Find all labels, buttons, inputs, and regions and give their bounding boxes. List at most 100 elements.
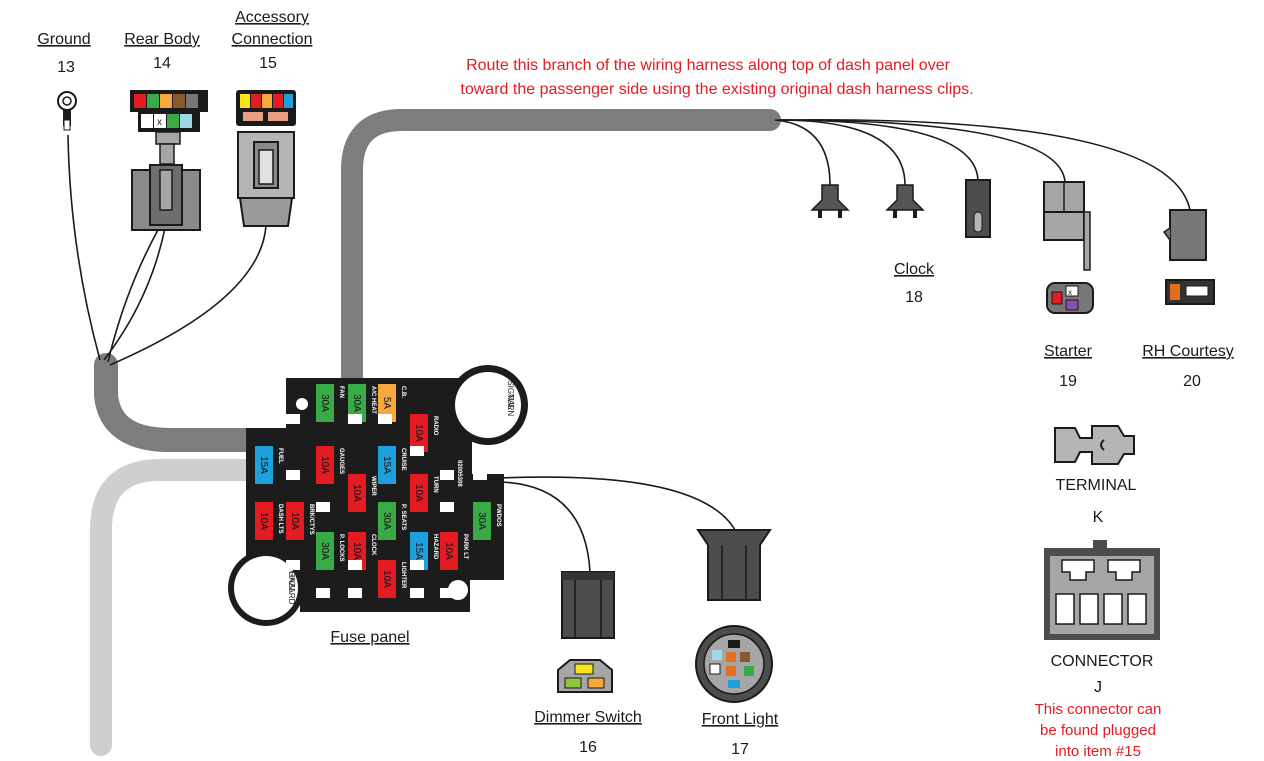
- fuse-slot: [316, 588, 330, 598]
- fuse-name: PARK LT: [462, 534, 468, 559]
- fuse-rating: 30A: [381, 512, 392, 530]
- panel-wires: [499, 476, 736, 573]
- fuse-rating: 10A: [381, 570, 392, 588]
- fuse-slot: [348, 588, 362, 598]
- left-wires: [67, 134, 267, 366]
- fuse-slot: [440, 588, 454, 598]
- rh-courtesy-label: RH Courtesy: [1142, 343, 1234, 360]
- terminal-k-icon: [1054, 425, 1135, 465]
- ground-label: Ground: [37, 31, 90, 48]
- fuse-name: PWDOS: [495, 504, 501, 527]
- fuse-rating: 10A: [351, 484, 362, 502]
- fuse-name: TURN: [432, 476, 438, 493]
- part-number: 92005308: [456, 460, 462, 487]
- svg-text:x: x: [157, 117, 162, 128]
- fuse-name: CLOCK: [370, 534, 376, 556]
- fuse-rating: 10A: [413, 484, 424, 502]
- fuse-rating: 10A: [351, 542, 362, 560]
- starter-number: 19: [1059, 373, 1077, 390]
- fuse-name: P. LOCKS: [338, 534, 344, 562]
- clock-label: Clock: [894, 261, 935, 278]
- fuse-panel-label: Fuse panel: [330, 629, 409, 646]
- fuse-rating: 15A: [258, 456, 269, 474]
- rear-body-connector: x: [130, 90, 208, 231]
- fuse-rating: 30A: [319, 394, 330, 412]
- fuse-slot: [378, 414, 392, 424]
- fuse-panel: [228, 365, 528, 626]
- fuse-rating: 10A: [258, 512, 269, 530]
- fuse-rating: 10A: [413, 424, 424, 442]
- connector-j-icon: [1044, 540, 1160, 640]
- fuse-rating: 30A: [351, 394, 362, 412]
- fuse-rating: 15A: [413, 542, 424, 560]
- rear-body-label: Rear Body: [124, 31, 200, 48]
- fuse-name: BRK/CTYS: [308, 504, 314, 535]
- fuse-rating: 15A: [381, 456, 392, 474]
- fuse-rating: 5A: [381, 397, 392, 410]
- fuse-name: WIPER: [370, 476, 376, 496]
- harness-dark: [94, 353, 272, 452]
- connector-note-3: into item #15: [1055, 743, 1141, 760]
- accessory-label-1: Accessory: [235, 9, 309, 26]
- fuse-slot: [473, 470, 487, 480]
- fuse-slot: [286, 560, 300, 570]
- turn-signal-label-2: SIGNAL: [506, 380, 515, 410]
- ground-number: 13: [57, 59, 75, 76]
- fuse-name: A/C HEAT: [370, 386, 376, 414]
- fuse-turn: 10A TURN: [410, 474, 438, 512]
- harness-dash-branch: [341, 109, 781, 411]
- fuse-rating: 10A: [319, 456, 330, 474]
- fuse-name: C.B.: [400, 386, 406, 398]
- fuse-slot: [348, 560, 362, 570]
- hazard-signal-label-2: SIGNAL: [287, 563, 296, 593]
- starter-connector: x: [1043, 181, 1094, 314]
- rear-body-number: 14: [153, 55, 171, 72]
- fuse-name: CRUISE: [400, 448, 406, 471]
- fuse-rating: 30A: [319, 542, 330, 560]
- right-wires: [774, 118, 1191, 211]
- connector-note-2: be found plugged: [1040, 722, 1156, 739]
- terminal-label: TERMINAL: [1056, 477, 1137, 494]
- fuse-p-locks: 30A P. LOCKS: [316, 532, 344, 570]
- fuse-wiper: 10A WIPER: [348, 474, 376, 512]
- clock-connector-1: [810, 184, 850, 218]
- fuse-c-b-: 5A C.B.: [378, 384, 406, 422]
- fuse-name: P. SEATS: [400, 504, 406, 530]
- fuse-slot: [316, 502, 330, 512]
- fuse-slot: [286, 470, 300, 480]
- clock-number: 18: [905, 289, 923, 306]
- note-line-2: toward the passenger side using the exis…: [460, 81, 973, 98]
- connector-note-1: This connector can: [1035, 701, 1162, 718]
- ground-terminal-icon: [57, 91, 77, 131]
- accessory-label-2: Connection: [232, 31, 313, 48]
- harness-light: [90, 459, 271, 756]
- accessory-number: 15: [259, 55, 277, 72]
- fuse-slot: [440, 470, 454, 480]
- svg-text:x: x: [1068, 288, 1072, 297]
- fuse-name: FAN: [338, 386, 344, 398]
- fuse-rating: 30A: [476, 512, 487, 530]
- fuse-fan: 30A FAN: [316, 384, 344, 422]
- dimmer-switch-connector: [557, 571, 615, 693]
- dimmer-label: Dimmer Switch: [534, 709, 642, 726]
- front-light-number: 17: [731, 741, 749, 758]
- fuse-rating: 10A: [443, 542, 454, 560]
- accessory-connector: [236, 90, 296, 227]
- hazard-signal-label-1: HAZARD: [287, 572, 296, 605]
- clock-connector-3: [965, 179, 991, 238]
- rh-courtesy-connector: [1162, 209, 1215, 305]
- turn-signal-label-1: TURN: [506, 394, 515, 416]
- fuse-cruise: 15A CRUISE: [378, 446, 406, 484]
- note-line-1: Route this branch of the wiring harness …: [466, 57, 951, 74]
- fuse-rating: 10A: [289, 512, 300, 530]
- clock-connector-2: [885, 184, 925, 218]
- front-light-label: Front Light: [702, 711, 779, 728]
- fuse-a-c-heat: 30A A/C HEAT: [348, 384, 376, 422]
- fuse-slot: [348, 414, 362, 424]
